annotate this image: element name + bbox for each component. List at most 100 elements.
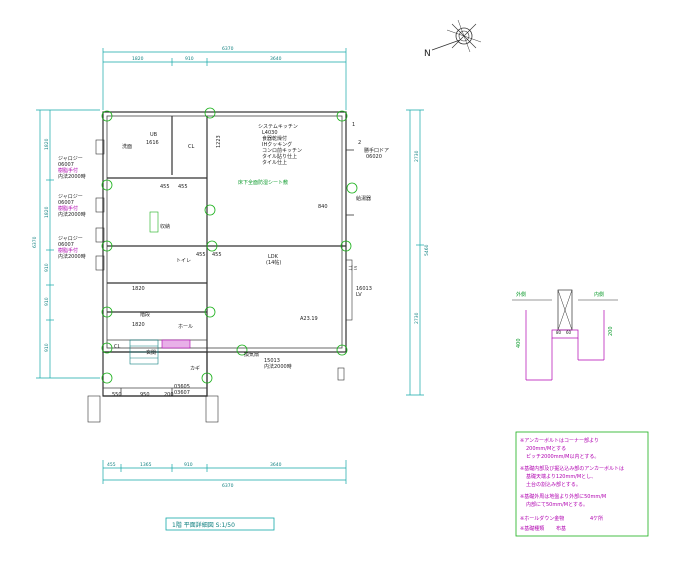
note-3: ピッチ2000mm/M以内とする。	[526, 453, 599, 460]
top-dim-3: 3640	[270, 56, 282, 62]
left-label-3-l4: 内法2000時	[58, 253, 86, 260]
entrance-walls	[87, 387, 219, 423]
kitchen-l2: 食器乾燥付	[262, 135, 287, 142]
bottom-dim-3: 910	[184, 462, 193, 468]
left-label-1-l4: 内法2000時	[58, 173, 86, 180]
dim-200: 200	[164, 392, 174, 398]
detail-dim-1: 80	[556, 330, 562, 335]
kitchen-l6: タイル仕上	[262, 159, 287, 166]
left-dim-total: 6370	[32, 236, 38, 248]
right-dim-total: 5460	[424, 244, 430, 256]
notes-box	[515, 431, 649, 537]
kitchen-l5: タイル貼り仕上	[262, 153, 297, 160]
bottom-dim-total: 6370	[222, 483, 234, 489]
room-ub: UB	[150, 132, 158, 138]
num-2: 2	[358, 140, 361, 146]
kitchen-l1: L4030	[262, 130, 278, 136]
dim-455-c: 455	[196, 252, 206, 258]
foundation-detail	[512, 289, 618, 381]
bottom-dim-1: 455	[107, 462, 116, 468]
room-stair: 階段	[140, 311, 150, 318]
num-1: 1	[352, 122, 355, 128]
left-windows	[95, 139, 105, 271]
room-storage: 収納	[160, 223, 170, 230]
bottom-dim-2: 1365	[140, 462, 152, 468]
entrance-code: 03605	[174, 384, 190, 390]
detail-vlabel-2: 200	[608, 326, 614, 336]
dim-840: 840	[318, 204, 328, 210]
note-8: 内部にて50mm/Mとする。	[526, 501, 588, 508]
dim-455-a: 455	[160, 184, 170, 190]
note-7: ※基礎外周は地盤より外部に50mm/M	[520, 493, 606, 500]
left-dim-4: 910	[44, 297, 50, 306]
bottom-code: 15013	[264, 358, 280, 364]
right-dimensions	[406, 109, 424, 396]
top-dimensions	[102, 48, 347, 110]
left-label-2-l3: 樹脂手付	[58, 205, 78, 212]
side-door: 勝手口ドア	[364, 147, 389, 154]
outer-walls	[102, 111, 347, 397]
room-ldk-size: (14帖)	[266, 259, 281, 266]
bottom-dim-4: 3640	[270, 462, 282, 468]
vent-fan: 換気扇	[244, 351, 259, 358]
detail-inside: 内側	[594, 291, 604, 298]
note-10: ※基礎種類	[520, 525, 544, 532]
detail-vlabel: 400	[516, 338, 522, 348]
dim-1223: 1223	[216, 135, 222, 148]
kitchen-l4: コンロ前キッチン	[262, 147, 302, 154]
room-senmen: 洗面	[122, 143, 132, 150]
right-dim-1: 2730	[414, 150, 420, 162]
top-dim-2: 910	[185, 56, 194, 62]
note-6: 土台の割込み部とする。	[526, 481, 581, 488]
bottom-code-2: 内法2000時	[264, 363, 292, 370]
dim-1820-b: 1820	[132, 322, 145, 328]
room-labels: UB 1616 洗面 CL システムキッチン L4030 食器乾燥付 IHクッキ…	[112, 122, 389, 398]
left-label-2-l1: ジャロジー	[58, 194, 83, 200]
left-label-1-l1: ジャロジー	[58, 156, 83, 162]
note-5: 基礎天端より120mm/Mとし、	[526, 473, 596, 480]
left-label-1-l2: 06007	[58, 162, 74, 168]
note-1: ※アンカーボルトはコーナー部より	[520, 437, 599, 444]
room-cl: CL	[188, 144, 194, 150]
note-2: 200mm/Mとする	[526, 446, 566, 452]
dim-1820-a: 1820	[132, 286, 145, 292]
room-genkan: 玄関	[146, 349, 156, 356]
left-labels: ジャロジー 06007 樹脂手付 内法2000時 ジャロジー 06007 樹脂手…	[58, 156, 86, 260]
stair-hatch	[129, 211, 191, 365]
side-door-code: 06020	[366, 154, 382, 160]
detail-outside: 外側	[516, 291, 526, 298]
bottom-dimensions	[102, 460, 347, 484]
ldk-code-3: A23.19	[300, 316, 318, 322]
detail-dim-2: 60	[566, 330, 572, 335]
left-dim-1: 1820	[44, 138, 50, 150]
note-4: ※基礎内部及び掘込込み部のアンカーボルトは	[520, 465, 624, 472]
left-label-3-l2: 06007	[58, 242, 74, 248]
left-label-1-l3: 樹脂手付	[58, 167, 78, 174]
floor-note: 床下全面防湿シート敷	[238, 179, 288, 186]
right-dim-2: 2730	[414, 312, 420, 324]
dim-950: 950	[140, 392, 150, 398]
room-toilet: トイレ	[176, 258, 191, 264]
north-compass-icon	[431, 19, 482, 53]
right-openings	[337, 149, 354, 381]
entrance-code-2: 03607	[174, 390, 190, 396]
notes-text: ※アンカーボルトはコーナー部より 200mm/Mとする ピッチ2000mm/M以…	[520, 437, 624, 532]
note-9: ※ホールダウン金物	[520, 515, 564, 522]
note-10b: 布基	[556, 525, 566, 532]
room-key: カギ	[190, 366, 200, 372]
dim-455-b: 455	[178, 184, 188, 190]
kitchen-l3: IHクッキング	[262, 141, 292, 148]
left-dim-3: 910	[44, 263, 50, 272]
left-label-3-l1: ジャロジー	[58, 236, 83, 242]
left-dimensions	[36, 109, 100, 379]
ldk-code-1: 16013	[356, 286, 372, 292]
room-cl-2: CL	[114, 344, 120, 350]
left-label-2-l2: 06007	[58, 200, 74, 206]
water-heater: 給湯器	[356, 195, 371, 202]
title-box	[165, 517, 275, 531]
trash: ゴミ	[348, 265, 358, 272]
dim-550: 550	[112, 392, 122, 398]
interior-walls	[107, 116, 346, 352]
note-9b: 4ケ所	[590, 515, 603, 522]
kitchen-title: システムキッチン	[258, 124, 298, 130]
